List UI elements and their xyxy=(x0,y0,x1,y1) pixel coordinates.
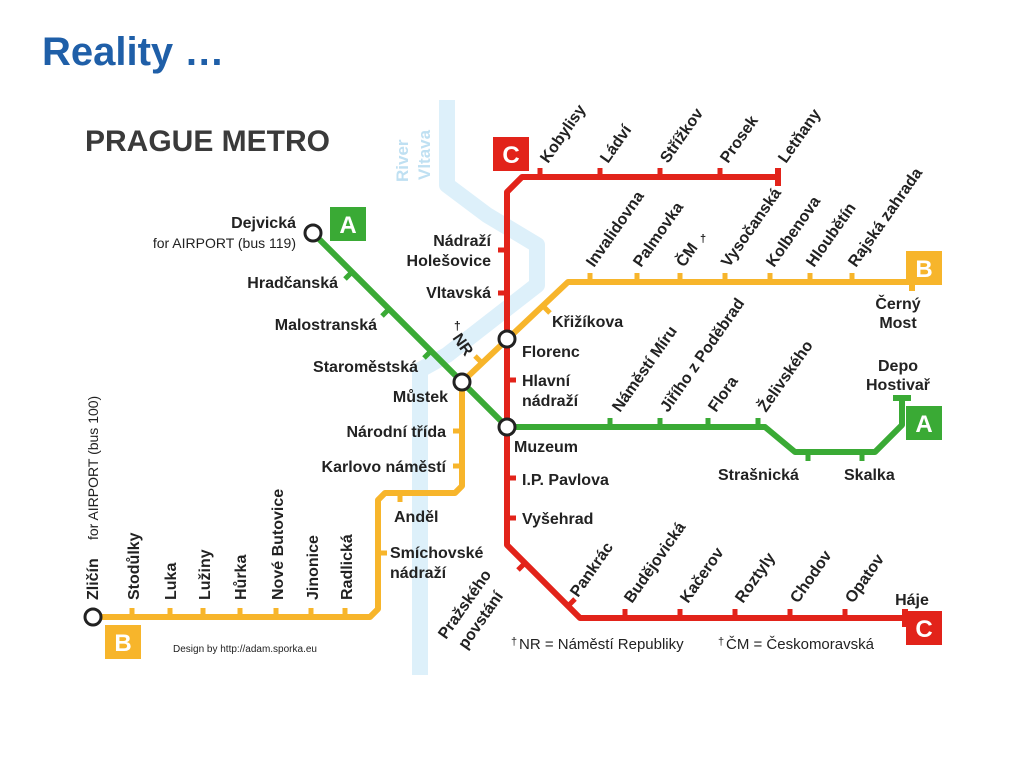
station-flora: Flora xyxy=(705,373,741,415)
line-a-ticks xyxy=(343,270,865,461)
station-krizikova: Křižíkova xyxy=(552,314,623,331)
legend-nr: NR = Náměstí Republiky xyxy=(519,636,684,653)
station-roztyly: Roztyly xyxy=(732,550,779,606)
svg-text:A: A xyxy=(339,212,356,239)
station-depo-1: Depo xyxy=(878,358,918,375)
station-karlovo: Karlovo náměstí xyxy=(322,459,447,476)
river-vltava xyxy=(412,100,545,675)
station-zlicin-circle xyxy=(83,607,103,627)
station-pankrac: Pankrác xyxy=(567,539,617,600)
svg-text:A: A xyxy=(915,411,932,438)
station-luka: Luka xyxy=(163,563,180,600)
station-zelivskeho: Želivského xyxy=(754,336,817,415)
station-malostranska: Malostranská xyxy=(275,317,377,334)
station-dejvicka-circle xyxy=(303,223,323,243)
svg-text:C: C xyxy=(915,616,932,643)
line-b-ticks xyxy=(129,273,855,617)
station-vysehrad: Vyšehrad xyxy=(522,511,593,528)
line-b xyxy=(93,279,912,620)
river-label-1: River xyxy=(393,139,412,182)
map-title: PRAGUE METRO xyxy=(85,125,330,158)
station-letnany: Letňany xyxy=(775,106,824,166)
badge-a-bottom: A xyxy=(906,406,942,440)
line-c xyxy=(504,174,905,621)
station-zlicin: Zličín xyxy=(85,558,102,600)
station-kacerov: Kačerov xyxy=(677,545,727,607)
station-nadrazi-holesovice-1: Nádraží xyxy=(433,233,491,250)
station-andel: Anděl xyxy=(394,509,438,526)
legend-dagger-1: † xyxy=(511,636,517,648)
svg-text:B: B xyxy=(915,256,932,283)
station-opatov: Opatov xyxy=(842,551,888,606)
station-zlicin-note: for AIRPORT (bus 100) xyxy=(85,396,101,540)
svg-text:C: C xyxy=(502,142,519,169)
station-vltavska: Vltavská xyxy=(426,285,491,302)
badge-c-bottom: C xyxy=(906,611,942,645)
badge-a-top: A xyxy=(330,207,366,241)
station-hradcanska: Hradčanská xyxy=(247,275,338,292)
interchange-muzeum xyxy=(497,417,517,437)
badge-b-left: B xyxy=(105,625,141,659)
station-cm: ČM xyxy=(672,239,702,270)
station-dejvicka-note: for AIRPORT (bus 119) xyxy=(153,235,296,251)
legend-cm: ČM = Českomoravská xyxy=(726,636,875,653)
station-jinonice: Jinonice xyxy=(305,535,322,600)
station-cm-dagger: † xyxy=(700,233,706,245)
station-hlavni-1: Hlavní xyxy=(522,373,571,390)
station-depo-2: Hostivař xyxy=(866,377,931,394)
line-a xyxy=(310,230,905,455)
slide-title: Reality … xyxy=(42,30,225,74)
station-jiriho: Jiřího z Poděbrad xyxy=(657,296,748,416)
station-cerny-most-2: Most xyxy=(879,315,917,332)
station-luziny: Lužiny xyxy=(197,549,214,600)
line-c-ticks-bottom xyxy=(516,561,848,618)
station-hurka: Hůrka xyxy=(233,555,250,600)
station-ladvi: Ládví xyxy=(597,122,635,166)
badge-c-top: C xyxy=(493,137,529,171)
station-muzeum: Muzeum xyxy=(514,439,578,456)
legend-dagger-2: † xyxy=(718,636,724,648)
badge-b-right: B xyxy=(906,251,942,285)
station-narodni: Národní třída xyxy=(346,424,446,441)
station-smichovske-2: nádraží xyxy=(390,565,447,582)
line-c-ticks-vertical xyxy=(498,247,516,521)
svg-text:B: B xyxy=(114,630,131,657)
station-ip-pavlova: I.P. Pavlova xyxy=(522,472,609,489)
interchange-mustek xyxy=(452,372,472,392)
station-mustek: Můstek xyxy=(393,389,448,406)
station-nove-butovice: Nové Butovice xyxy=(270,489,287,600)
station-nadrazi-holesovice-2: Holešovice xyxy=(407,253,492,270)
station-hlavni-2: nádraží xyxy=(522,393,579,410)
station-kobylisy: Kobylisy xyxy=(537,102,589,166)
station-chodov: Chodov xyxy=(787,548,835,607)
design-credit: Design by http://adam.sporka.eu xyxy=(173,644,317,655)
station-stodulky: Stodůlky xyxy=(126,532,143,600)
station-haje: Háje xyxy=(895,592,929,609)
station-nr-dagger: † xyxy=(454,319,461,333)
station-florenc: Florenc xyxy=(522,344,580,361)
station-staromestska: Staroměstská xyxy=(313,359,418,376)
station-strasnicka: Strašnická xyxy=(718,467,799,484)
station-skalka: Skalka xyxy=(844,467,895,484)
interchange-florenc xyxy=(497,329,517,349)
river-label-2: Vltava xyxy=(415,129,434,180)
station-cerny-most-1: Černý xyxy=(875,294,920,313)
station-prosek: Prosek xyxy=(717,113,762,167)
station-strizkov: Střížkov xyxy=(657,105,707,166)
station-radlicka: Radlická xyxy=(339,534,356,600)
station-dejvicka: Dejvická xyxy=(231,215,296,232)
station-smichovske-1: Smíchovské xyxy=(390,545,483,562)
line-c-ticks-top xyxy=(537,168,723,177)
